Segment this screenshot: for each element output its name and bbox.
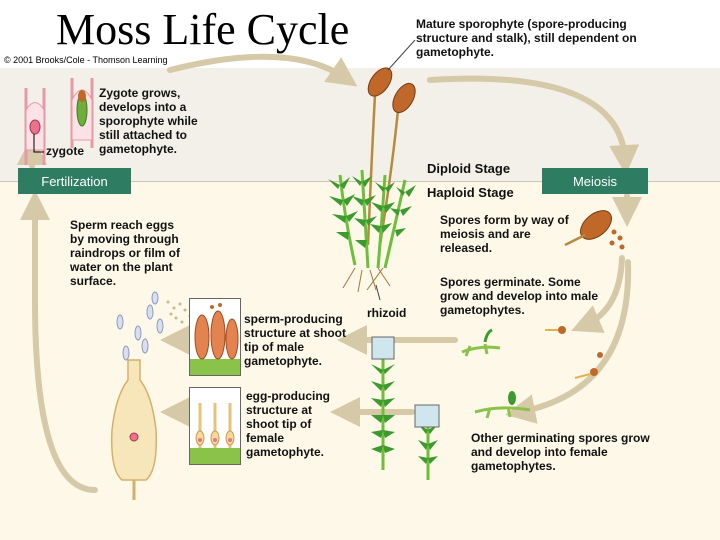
arrow-left-loop-up xyxy=(20,190,98,493)
arrow-spores-to-female xyxy=(505,259,632,424)
arrow-sporophyte-to-meiosis xyxy=(427,75,640,175)
arrow-spores-to-male xyxy=(571,255,625,333)
arrow-zygote-to-sporophyte xyxy=(167,53,358,87)
diploid-stage-region xyxy=(0,68,720,181)
mature-sporophyte-label: Mature sporophyte (spore-producing struc… xyxy=(416,17,637,59)
copyright-notice: © 2001 Brooks/Cole - Thomson Learning xyxy=(4,55,168,65)
rhizoid-label: rhizoid xyxy=(367,306,407,320)
zygote-grows-label: Zygote grows, develops into a sporophyte… xyxy=(99,86,198,156)
page-title: Moss Life Cycle xyxy=(56,5,350,54)
haploid-stage-label: Haploid Stage xyxy=(427,185,514,200)
germinating-spores xyxy=(461,326,603,419)
mature-sporophyte-illustration xyxy=(328,67,416,293)
cycle-arrows xyxy=(17,53,642,493)
sporangium-releasing-spores xyxy=(564,210,625,250)
meiosis-box: Meiosis xyxy=(542,168,648,194)
sperm-reach-label: Sperm reach eggs by moving through raind… xyxy=(70,218,181,288)
fertilization-label: Fertilization xyxy=(41,173,108,189)
spores-germinate-label: Spores germinate. Some grow and develop … xyxy=(440,275,599,317)
antheridium-illustration xyxy=(190,303,240,375)
spores-form-label: Spores form by way of meiosis and are re… xyxy=(440,213,569,255)
gametophyte-shoots xyxy=(371,336,440,480)
antheridium-inset xyxy=(189,298,241,376)
zygote-illustrations xyxy=(24,78,94,165)
zygote-label: zygote xyxy=(46,144,85,158)
sperm-and-archegonium xyxy=(110,291,192,500)
egg-producing-label: egg-producing structure at shoot tip of … xyxy=(246,389,330,459)
archegonium-inset xyxy=(189,387,241,465)
fertilization-box: Fertilization xyxy=(18,168,131,194)
diploid-stage-label: Diploid Stage xyxy=(427,161,511,176)
archegonium-illustration xyxy=(190,403,240,464)
sperm-producing-label: sperm-producing structure at shoot tip o… xyxy=(244,312,347,368)
other-spores-label: Other germinating spores grow and develo… xyxy=(471,431,650,473)
meiosis-label: Meiosis xyxy=(572,173,618,189)
